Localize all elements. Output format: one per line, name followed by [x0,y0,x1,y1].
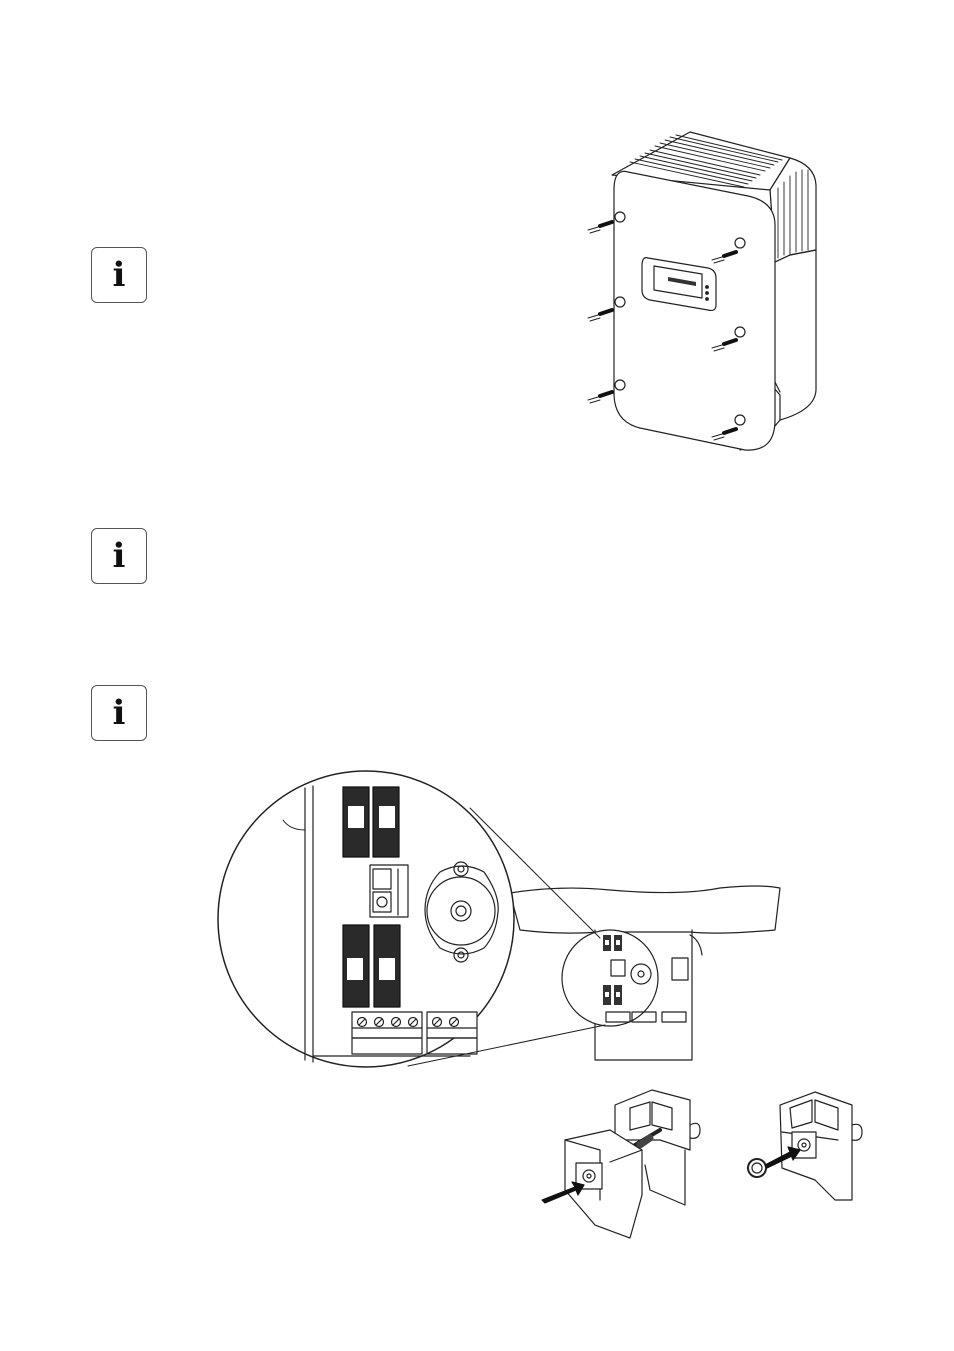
connection-detail-illustration [217,770,781,1068]
info-icon: i [112,536,126,576]
info-note-1: i [91,247,147,303]
info-note-2: i [91,528,147,584]
cover-step-1-illustration [541,1089,701,1239]
info-icon: i [112,255,126,295]
info-note-3: i [91,685,147,741]
cover-step-2-illustration [747,1091,863,1201]
enclosure-illustration [587,131,817,451]
info-icon: i [112,693,126,733]
